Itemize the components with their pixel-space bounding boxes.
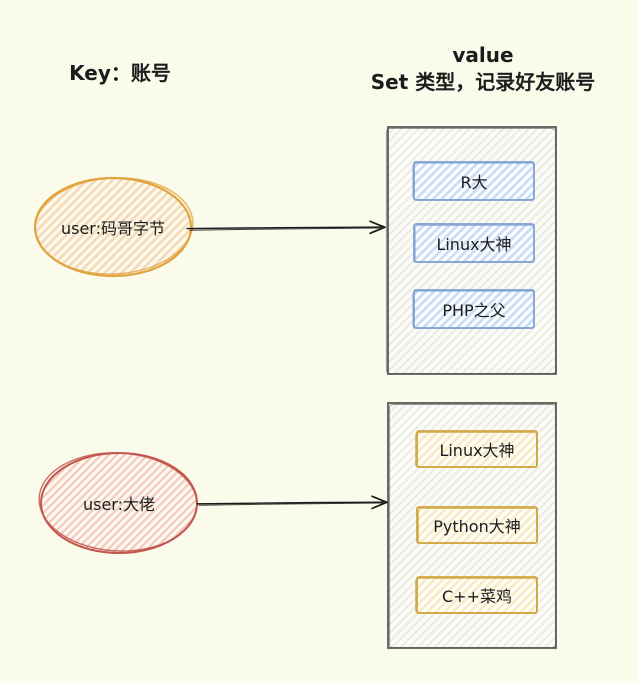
set1-member-label-1: R大 — [460, 173, 488, 192]
set1-member-label-3: PHP之父 — [442, 301, 506, 320]
value-header-line2: Set 类型，记录好友账号 — [370, 70, 596, 94]
set2-member-label-1: Linux大神 — [439, 441, 515, 460]
arrow-key2-to-set2 — [196, 495, 388, 510]
key-column-header: Key：账号 — [69, 60, 171, 85]
set2-member-label-3: C++菜鸡 — [442, 587, 512, 606]
key-ellipse-1 — [33, 176, 194, 278]
value-header-line1: value — [452, 43, 514, 67]
set1-member-box-3 — [412, 289, 535, 329]
key-ellipse-2 — [38, 452, 198, 554]
set2-member-box-1 — [415, 430, 538, 468]
set2-member-box-2 — [416, 506, 538, 544]
key-label-1: user:码哥字节 — [60, 219, 165, 238]
set2-member-box-3 — [415, 576, 538, 615]
value-column-header: value Set 类型，记录好友账号 — [333, 41, 633, 97]
arrow-key1-to-set1 — [186, 220, 386, 235]
set1-member-box-2 — [413, 223, 535, 263]
key-label-2: user:大佬 — [82, 495, 155, 514]
set1-member-box-1 — [412, 161, 535, 201]
set1-member-label-2: Linux大神 — [436, 235, 512, 254]
set2-member-label-2: Python大神 — [433, 517, 521, 536]
